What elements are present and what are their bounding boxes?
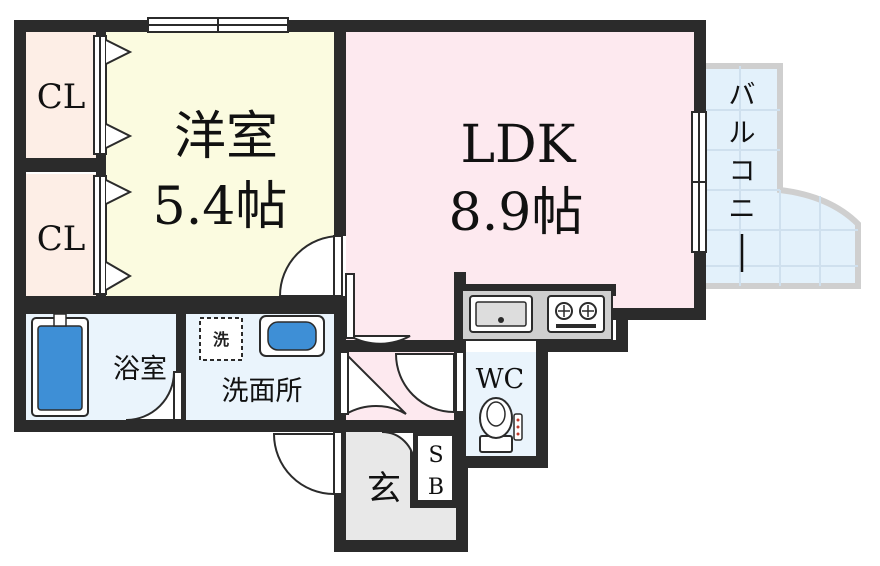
- washer-label: 洗: [213, 330, 229, 349]
- ldk-floor: [346, 32, 694, 308]
- door-leaves: [173, 235, 465, 495]
- balcony: [697, 63, 861, 289]
- washroom-label: 洗面所: [222, 376, 303, 407]
- bathtub-icon: [31, 313, 89, 417]
- washer-pan: [199, 317, 243, 361]
- svg-text:バ: バ: [729, 80, 756, 111]
- western-room-size: 5.4帖: [153, 177, 288, 237]
- shoebox-label-s: S: [428, 443, 443, 468]
- ldk-name: LDK: [460, 115, 576, 175]
- window-balcony: [691, 111, 707, 253]
- svg-text:ニ: ニ: [729, 194, 756, 225]
- ldk-size: 8.9帖: [449, 183, 584, 243]
- window-top: [147, 17, 289, 33]
- closet-top-floor: [26, 32, 96, 158]
- shoebox-label-b: B: [428, 475, 444, 500]
- svg-text:ル: ル: [729, 118, 756, 149]
- door-swing-icon: [125, 234, 455, 496]
- closet-bottom-floor: [26, 174, 96, 296]
- closet-bottom-label: CL: [37, 219, 86, 259]
- toilet-icon: [479, 397, 523, 453]
- wc-label: WC: [476, 364, 524, 395]
- kitchen-sink-icon: [469, 295, 533, 333]
- closet-top-label: CL: [37, 77, 86, 117]
- wash-basin-icon: [259, 315, 325, 357]
- svg-text:コ: コ: [729, 156, 756, 187]
- gas-stove-icon: [547, 295, 605, 333]
- entrance-label: 玄: [367, 469, 401, 509]
- bath-label: 浴室: [113, 354, 167, 385]
- balcony-dash: ー: [729, 238, 756, 269]
- western-room-name: 洋室: [174, 107, 278, 167]
- balcony-label: バ ル コ ニ: [729, 80, 756, 272]
- sliding-door-icon: [93, 35, 133, 295]
